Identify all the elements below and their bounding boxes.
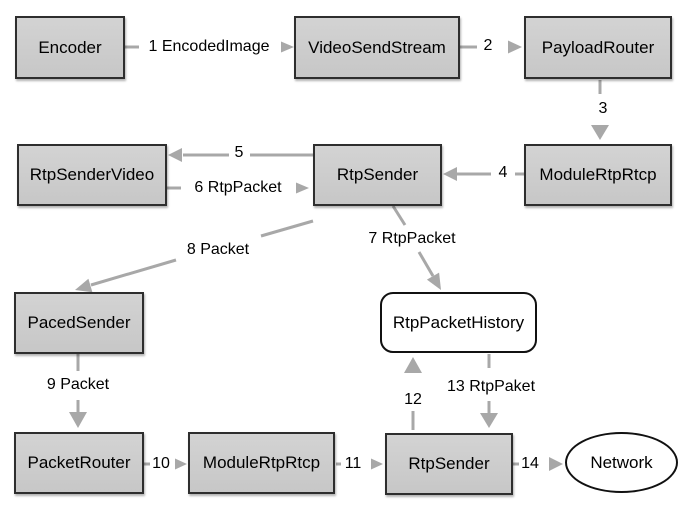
- arrowhead-right-icon: [508, 40, 522, 54]
- node-network: Network: [565, 432, 678, 493]
- node-packet-router: PacketRouter: [14, 432, 144, 494]
- arrow-shaft: [417, 251, 435, 277]
- node-rtp-sender-top: RtpSender: [313, 144, 442, 206]
- edge-label-11: 11: [344, 455, 362, 472]
- node-video-send-stream: VideoSendStream: [294, 16, 460, 79]
- edge-2-arrow: [460, 40, 522, 54]
- edge-label-14: 14: [521, 455, 539, 472]
- edge-label-10: 10: [152, 455, 170, 472]
- node-module-rtp-rtcp-top-label: ModuleRtpRtcp: [539, 165, 657, 184]
- arrowhead-up-icon: [404, 357, 422, 373]
- node-network-label: Network: [590, 452, 653, 472]
- edge-13-arrow: [480, 354, 498, 428]
- arrowhead-right-icon: [371, 458, 383, 470]
- edge-9-arrow: [69, 354, 87, 428]
- edge-12-arrow: [404, 357, 422, 430]
- node-module-rtp-rtcp-bottom-label: ModuleRtpRtcp: [202, 453, 321, 472]
- arrowhead-down-right-icon: [426, 272, 441, 290]
- arrow-shaft: [391, 205, 407, 226]
- edge-label-2: 2: [483, 37, 493, 54]
- arrowhead-left-icon: [443, 167, 457, 181]
- arrowhead-right-icon: [549, 457, 563, 471]
- arrowhead-right-icon: [281, 41, 294, 53]
- edge-5-arrow: [168, 148, 313, 162]
- node-rtp-sender-video-label: RtpSenderVideo: [29, 165, 155, 184]
- arrowhead-left-icon: [168, 148, 182, 162]
- edge-label-8: 8 Packet: [186, 241, 250, 258]
- arrowhead-down-icon: [480, 413, 498, 428]
- edge-label-4: 4: [498, 164, 508, 181]
- edge-label-9: 9 Packet: [46, 376, 110, 393]
- edge-label-7: 7 RtpPacket: [368, 230, 456, 247]
- edge-6-arrow: [167, 182, 309, 194]
- edge-3-arrow: [591, 80, 609, 140]
- edge-7-arrow: [391, 205, 441, 290]
- node-rtp-packet-history-label: RtpPacketHistory: [392, 312, 525, 332]
- arrowhead-down-icon: [591, 125, 609, 140]
- edge-14-arrow: [513, 457, 563, 471]
- node-rtp-sender-bottom-label: RtpSender: [408, 454, 490, 473]
- node-rtp-sender-video: RtpSenderVideo: [17, 144, 167, 206]
- edge-8-arrow: [75, 219, 314, 293]
- node-paced-sender-label: PacedSender: [27, 313, 131, 332]
- arrowhead-down-icon: [69, 412, 87, 428]
- node-paced-sender: PacedSender: [14, 292, 144, 354]
- edge-4-arrow: [443, 167, 524, 181]
- node-video-send-stream-label: VideoSendStream: [308, 37, 446, 57]
- edge-label-5: 5: [234, 144, 244, 161]
- arrow-shaft: [260, 219, 314, 238]
- arrowhead-right-icon: [175, 458, 187, 470]
- node-packet-router-label: PacketRouter: [27, 453, 131, 472]
- edge-10-arrow: [143, 458, 187, 470]
- arrowhead-down-left-icon: [75, 278, 93, 293]
- edge-label-13: 13 RtpPaket: [446, 378, 536, 395]
- node-module-rtp-rtcp-top: ModuleRtpRtcp: [524, 144, 672, 206]
- arrowhead-right-icon: [296, 182, 309, 194]
- node-rtp-packet-history: RtpPacketHistory: [380, 292, 537, 353]
- edge-label-1: 1 EncodedImage: [148, 38, 270, 55]
- node-module-rtp-rtcp-bottom: ModuleRtpRtcp: [188, 432, 335, 494]
- node-encoder: Encoder: [15, 16, 125, 79]
- node-encoder-label: Encoder: [38, 37, 102, 57]
- arrow-shaft: [90, 258, 177, 287]
- edge-label-12: 12: [404, 391, 422, 408]
- node-rtp-sender-top-label: RtpSender: [336, 165, 419, 184]
- edge-label-3: 3: [598, 100, 608, 117]
- edge-11-arrow: [336, 458, 383, 470]
- node-payload-router-label: PayloadRouter: [541, 37, 655, 57]
- edge-label-6: 6 RtpPacket: [194, 179, 282, 196]
- node-rtp-sender-bottom: RtpSender: [385, 433, 513, 495]
- edge-1-arrow: [125, 41, 294, 53]
- node-payload-router: PayloadRouter: [524, 16, 672, 79]
